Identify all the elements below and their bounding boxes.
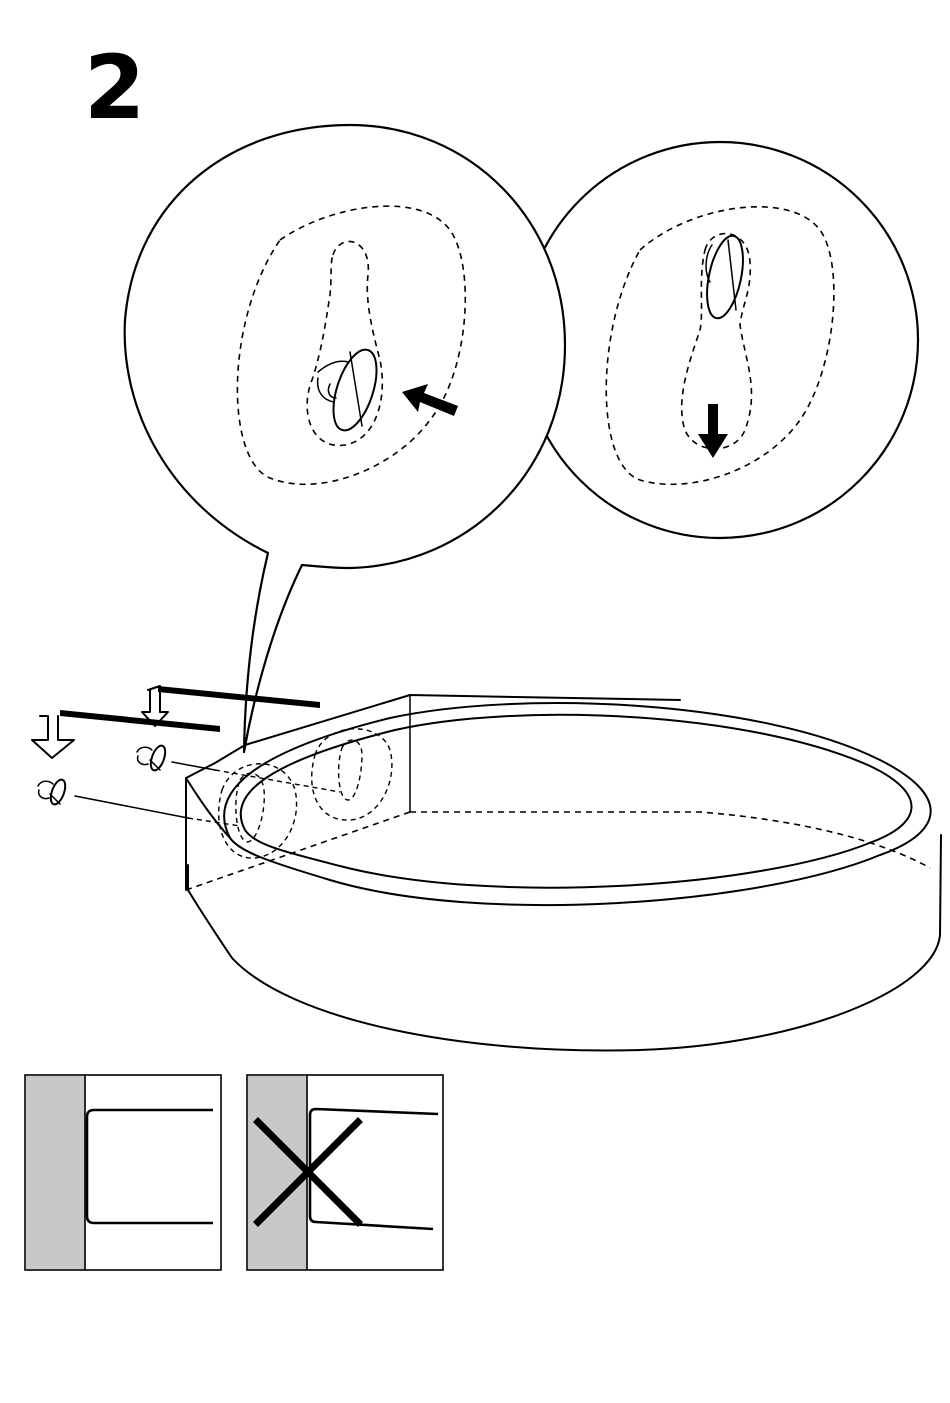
install-direction-arrow-icon — [32, 686, 320, 758]
panel-correct-mounting — [25, 1075, 221, 1270]
round-shelf — [75, 695, 941, 1050]
detail-circle-right — [522, 142, 918, 538]
screw-icon — [38, 778, 68, 807]
detail-circle-left — [125, 125, 565, 752]
screw-icon — [137, 744, 168, 773]
panel-incorrect-mounting — [247, 1075, 443, 1270]
